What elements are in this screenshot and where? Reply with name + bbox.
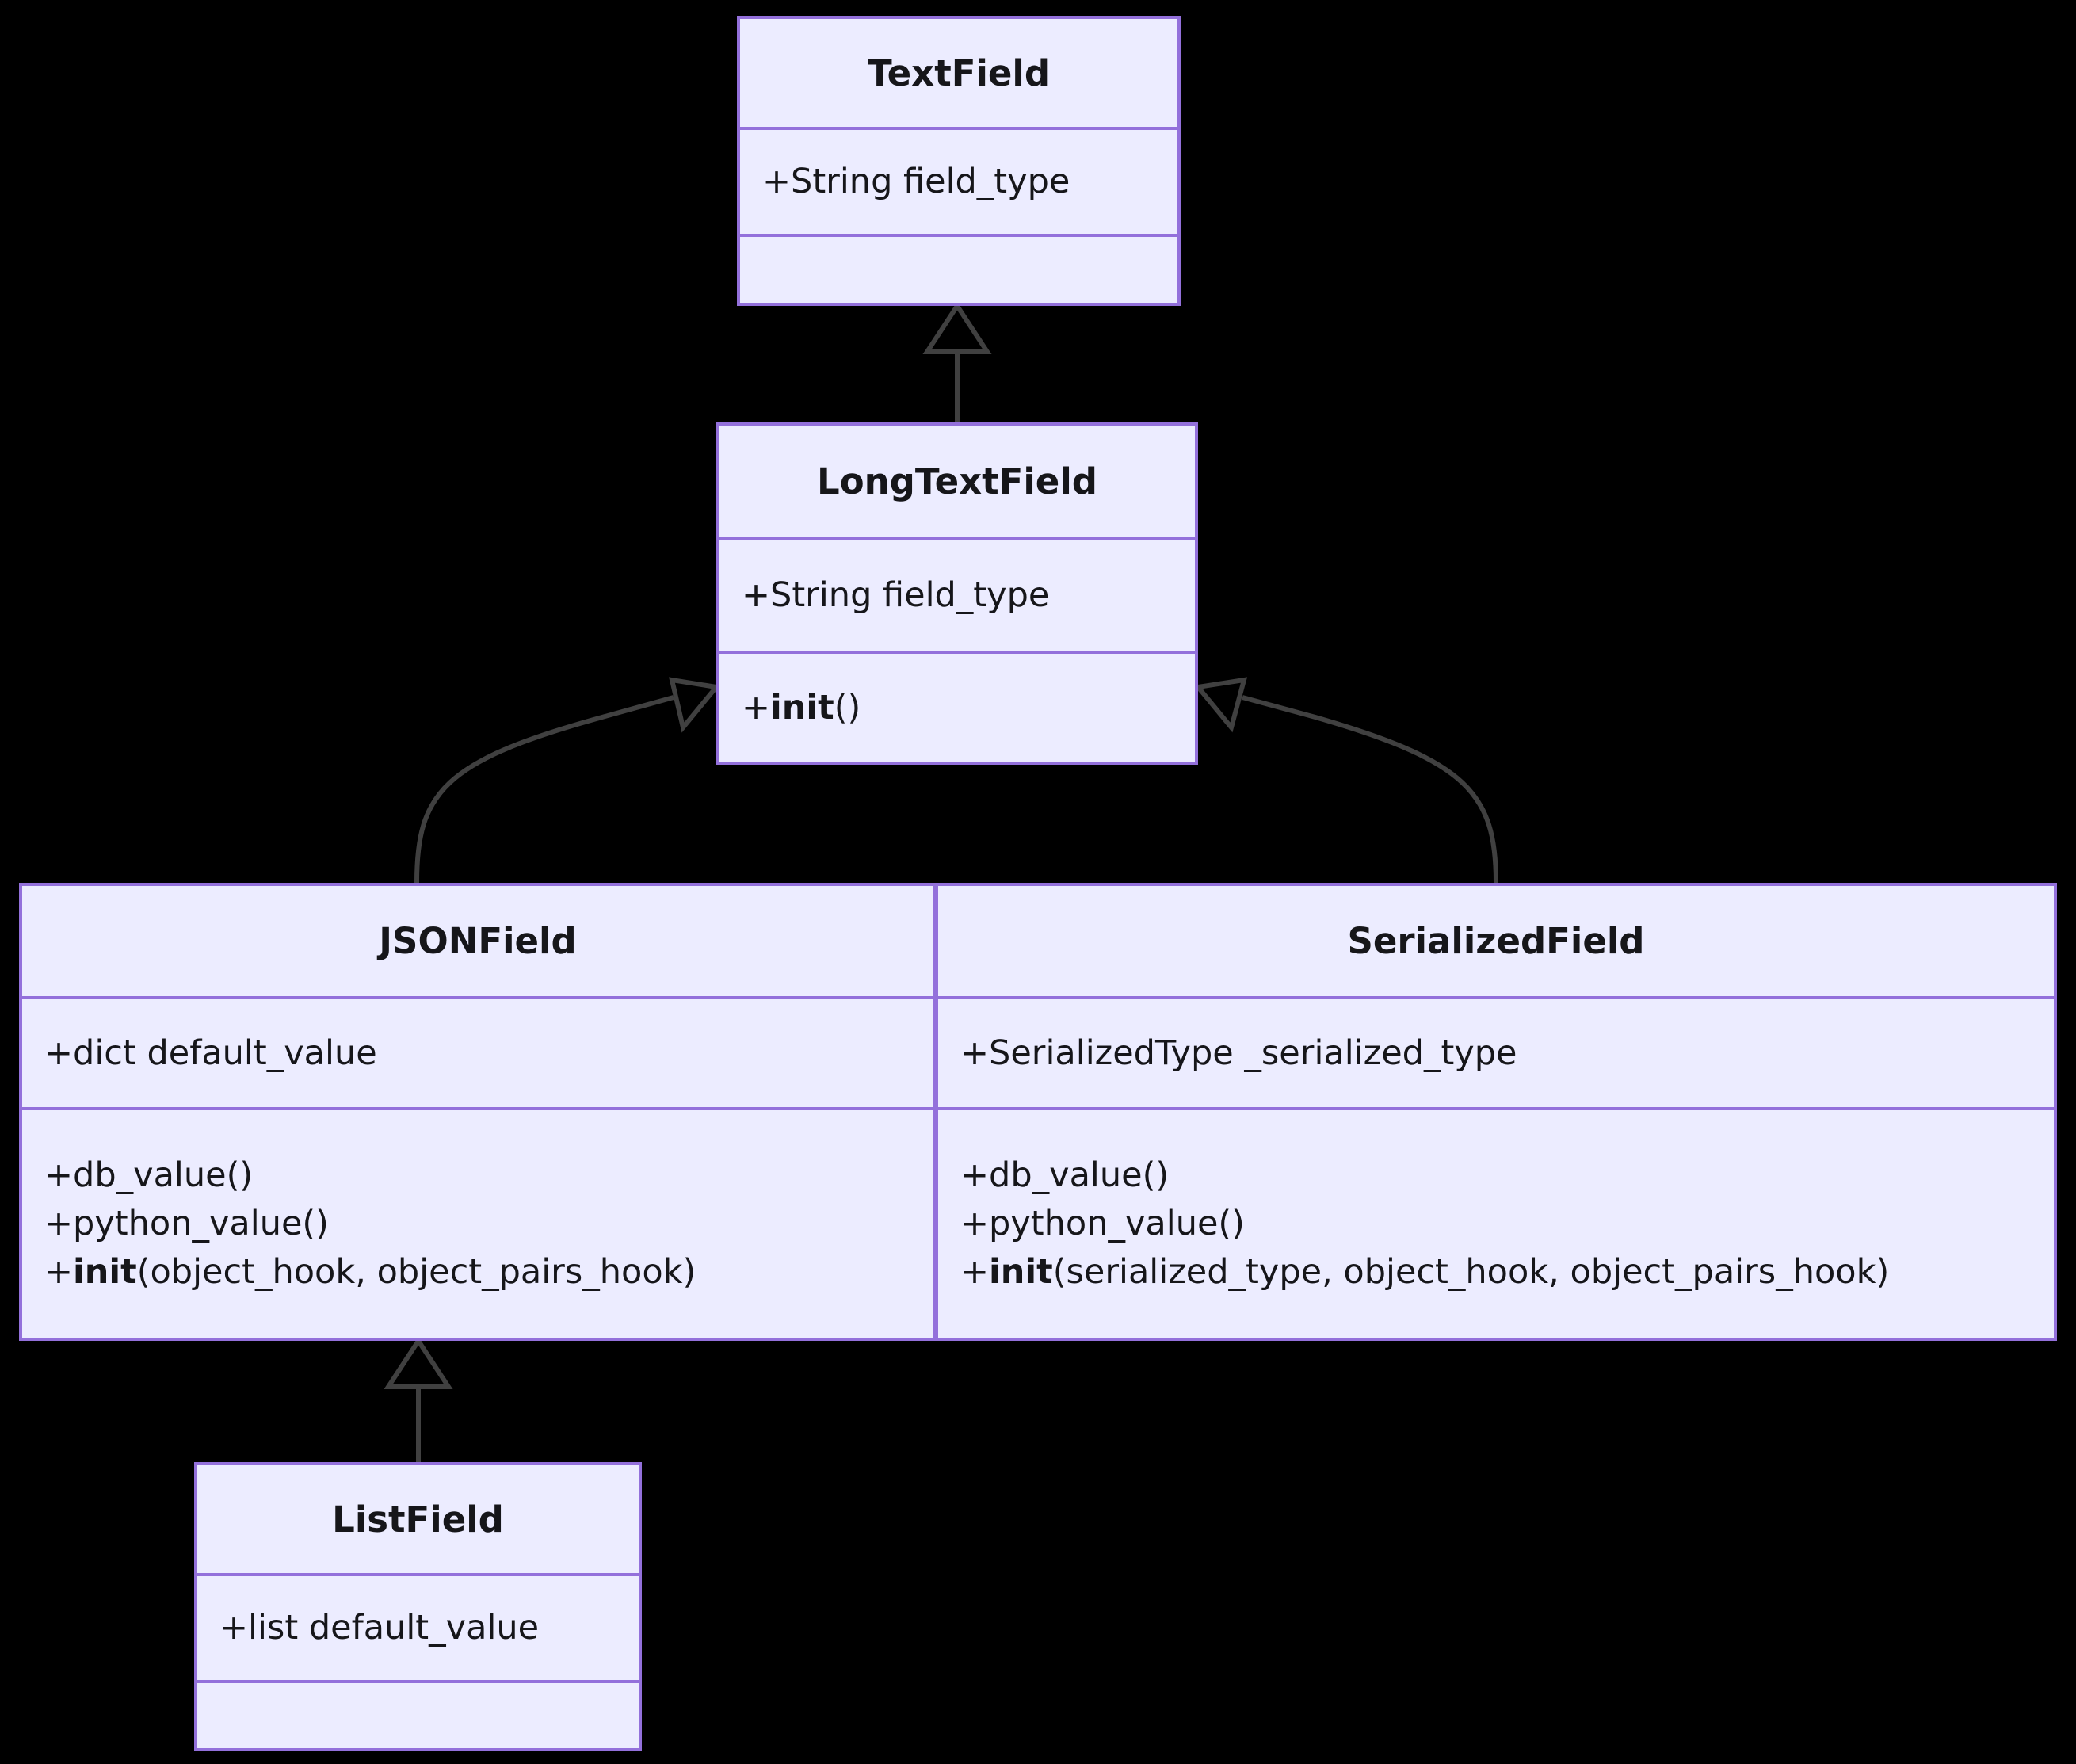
method-name: init (73, 1252, 137, 1292)
class-attributes-section: +SerializedType _serialized_type (938, 999, 2054, 1110)
method-args: (serialized_type, object_hook, object_pa… (1052, 1252, 1890, 1292)
attribute-row: +list default_value (219, 1608, 540, 1648)
method-name: init (989, 1252, 1053, 1292)
inheritance-edge-serializedfield-to-longtextfield (1193, 677, 1498, 884)
method-prefix: + (742, 687, 771, 727)
class-name-label: SerializedField (1347, 920, 1645, 962)
method-name: db_value (73, 1155, 227, 1195)
method-prefix: + (960, 1155, 990, 1195)
class-methods-section (740, 237, 1177, 303)
method-args: () (226, 1155, 254, 1195)
class-name-label: ListField (332, 1498, 504, 1541)
class-name-label: JSONField (379, 920, 577, 962)
method-prefix: + (960, 1252, 990, 1292)
method-row: +python_value() (960, 1200, 2032, 1248)
class-methods-section (197, 1683, 639, 1748)
class-node-jsonfield[interactable]: JSONField +dict default_value +db_value(… (19, 883, 937, 1341)
class-title-row: LongTextField (719, 426, 1195, 540)
class-attributes-section: +list default_value (197, 1576, 639, 1683)
method-prefix: + (960, 1204, 990, 1243)
class-attributes-section: +String field_type (719, 540, 1195, 654)
class-node-serializedfield[interactable]: SerializedField +SerializedType _seriali… (935, 883, 2057, 1341)
class-title-row: ListField (197, 1465, 639, 1576)
method-row: +init(serialized_type, object_hook, obje… (960, 1248, 2032, 1296)
attribute-row: +String field_type (762, 162, 1070, 201)
method-args: (object_hook, object_pairs_hook) (136, 1252, 696, 1292)
method-args: () (1218, 1204, 1245, 1243)
method-prefix: + (44, 1252, 74, 1292)
class-methods-section: +db_value() +python_value() +init(serial… (938, 1110, 2054, 1338)
inheritance-edge-listfield-to-jsonfield (384, 1336, 453, 1462)
attribute-row: +SerializedType _serialized_type (960, 1033, 1517, 1073)
class-title-row: JSONField (22, 886, 933, 999)
method-args: () (834, 687, 861, 727)
class-node-textfield[interactable]: TextField +String field_type (737, 16, 1181, 306)
class-name-label: TextField (867, 52, 1051, 94)
class-name-label: LongTextField (817, 460, 1097, 502)
method-row: +db_value() (44, 1151, 911, 1200)
inheritance-edge-longtextfield-to-textfield (922, 301, 992, 422)
method-name: db_value (989, 1155, 1143, 1195)
class-node-longtextfield[interactable]: LongTextField +String field_type +init() (716, 422, 1198, 765)
class-attributes-section: +String field_type (740, 130, 1177, 237)
method-row: +init(object_hook, object_pairs_hook) (44, 1248, 911, 1296)
class-node-listfield[interactable]: ListField +list default_value (194, 1462, 642, 1751)
attribute-row: +dict default_value (44, 1033, 377, 1073)
class-methods-section: +init() (719, 654, 1195, 762)
class-attributes-section: +dict default_value (22, 999, 933, 1110)
attribute-row: +String field_type (742, 575, 1050, 615)
method-name: init (770, 687, 834, 727)
method-name: python_value (989, 1204, 1219, 1243)
method-row: +db_value() (960, 1151, 2032, 1200)
method-row: +python_value() (44, 1200, 911, 1248)
method-name: python_value (73, 1204, 303, 1243)
class-title-row: SerializedField (938, 886, 2054, 999)
class-title-row: TextField (740, 19, 1177, 130)
method-args: () (302, 1204, 329, 1243)
method-row: +init() (742, 684, 1173, 732)
class-methods-section: +db_value() +python_value() +init(object… (22, 1110, 933, 1338)
method-prefix: + (44, 1204, 74, 1243)
inheritance-edge-jsonfield-to-longtextfield (414, 677, 721, 884)
method-args: () (1142, 1155, 1170, 1195)
method-prefix: + (44, 1155, 74, 1195)
